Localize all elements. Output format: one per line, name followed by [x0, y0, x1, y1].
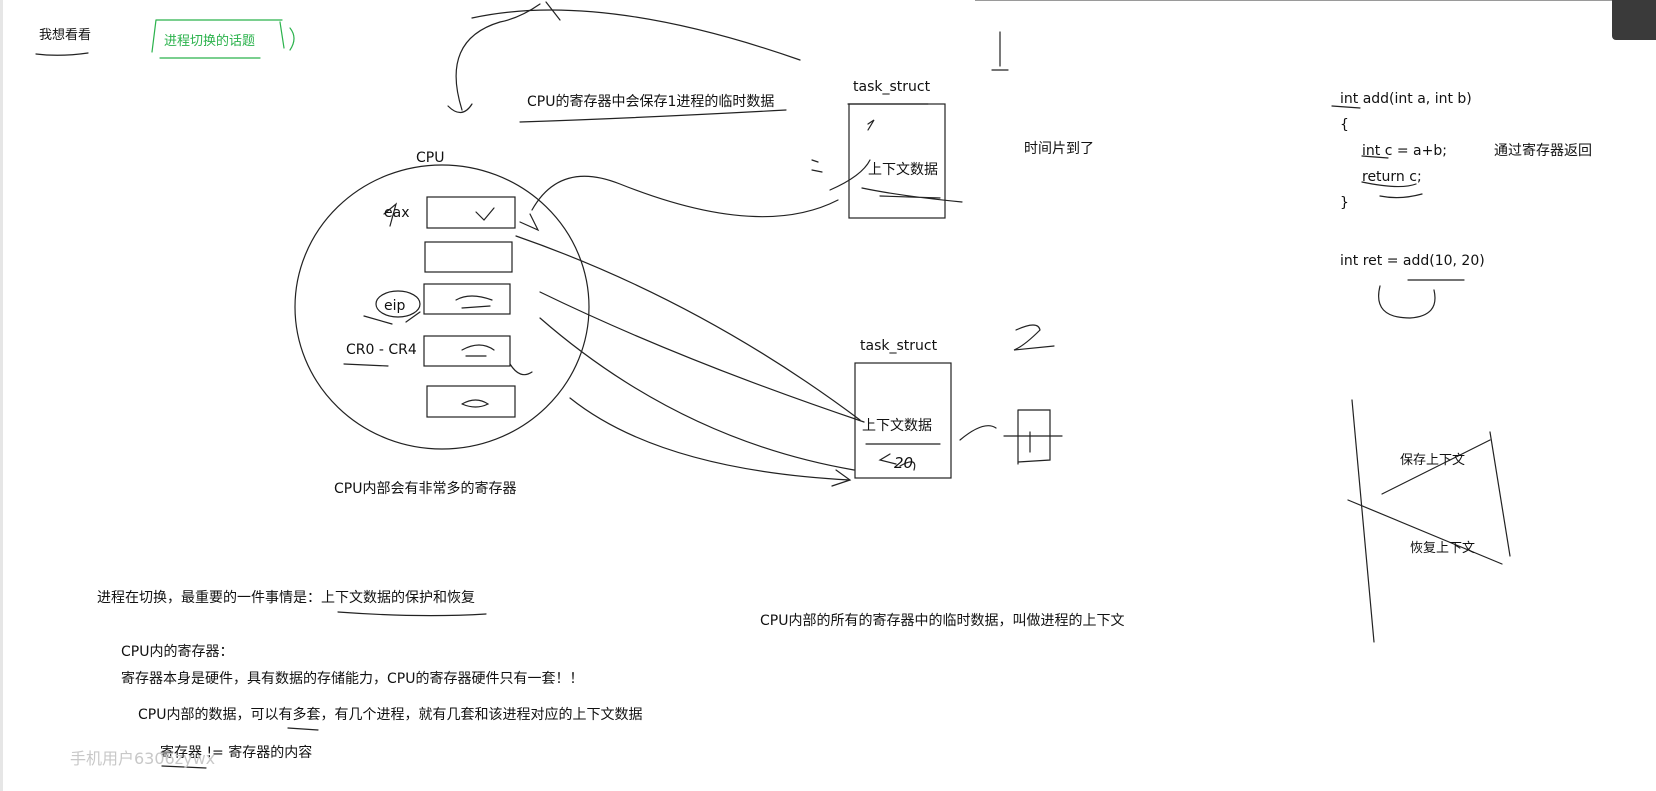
- code-line-3: int c = a+b;: [1362, 143, 1447, 159]
- cpu-caption: CPU内部会有非常多的寄存器: [334, 481, 517, 497]
- register-eax-label: eax: [384, 205, 410, 221]
- viewer-comment: 我想看看: [39, 28, 92, 43]
- cpu-label: CPU: [416, 150, 445, 166]
- hardware-note: 寄存器本身是硬件，具有数据的存储能力，CPU的寄存器硬件只有一套！！: [121, 671, 584, 687]
- register-inequality-note: 寄存器 != 寄存器的内容: [160, 745, 313, 761]
- task-struct-1-context: 上下文数据: [868, 162, 938, 178]
- restore-context-label: 恢复上下文: [1410, 541, 1476, 556]
- task-struct-1-title: task_struct: [853, 79, 931, 95]
- task-struct-2-context: 上下文数据: [862, 418, 932, 434]
- code-line-1: int add(int a, int b): [1340, 91, 1472, 107]
- cpu-register-note: CPU的寄存器中会保存1进程的临时数据: [527, 94, 775, 110]
- important-note: 进程在切换，最重要的一件事情是：上下文数据的保护和恢复: [97, 589, 475, 607]
- registers-heading: CPU内的寄存器：: [121, 644, 234, 660]
- code-line-2: {: [1340, 117, 1349, 133]
- important-note-highlight: 上下文数据的保护和恢复: [321, 590, 475, 606]
- time-slice-note: 时间片到了: [1024, 141, 1094, 157]
- return-via-register-note: 通过寄存器返回: [1494, 143, 1592, 159]
- important-note-prefix: 进程在切换，最重要的一件事情是：: [97, 590, 321, 606]
- left-edge-bar: [0, 0, 3, 791]
- data-sets-note: CPU内部的数据，可以有多套，有几个进程，就有几套和该进程对应的上下文数据: [138, 707, 643, 723]
- top-border-line: [975, 0, 1635, 1]
- code-line-4: return c;: [1362, 169, 1422, 185]
- watermark: 手机用户6306zywx: [70, 749, 216, 768]
- presenter-video-thumbnail: [1612, 0, 1656, 40]
- code-call-line: int ret = add(10, 20): [1340, 253, 1485, 269]
- task-struct-2-title: task_struct: [860, 338, 938, 354]
- register-eip-label: eip: [384, 298, 406, 314]
- topic-tag: 进程切换的话题: [164, 34, 256, 49]
- code-line-5: }: [1340, 195, 1349, 211]
- context-definition: CPU内部的所有的寄存器中的临时数据，叫做进程的上下文: [760, 613, 1125, 629]
- task-struct-2-handwritten-value: 20: [894, 454, 914, 472]
- save-context-label: 保存上下文: [1400, 453, 1466, 468]
- register-cr-label: CR0 - CR4: [346, 342, 417, 358]
